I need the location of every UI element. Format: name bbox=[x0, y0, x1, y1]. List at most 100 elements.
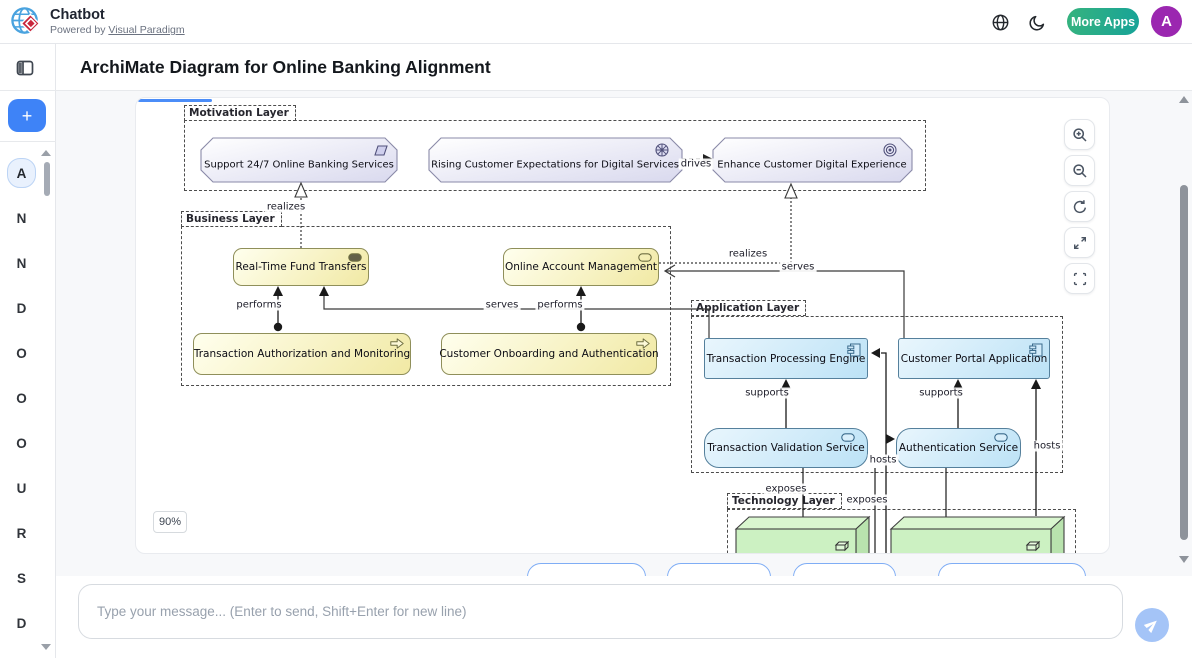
fit-screen-icon bbox=[1073, 272, 1086, 285]
dark-mode-moon-icon bbox=[1029, 15, 1044, 30]
technology-layer-label: Technology Layer bbox=[727, 493, 842, 509]
message-input[interactable] bbox=[78, 584, 1123, 639]
zoom-in-button[interactable] bbox=[1064, 119, 1095, 150]
business-process-customer-onboarding[interactable]: Customer Onboarding and Authentication bbox=[439, 333, 659, 375]
motivation-node-support-247[interactable]: Support 24/7 Online Banking Services bbox=[204, 159, 394, 171]
expand-button[interactable] bbox=[1064, 227, 1095, 258]
edge-label-realizes: realizes bbox=[726, 248, 770, 260]
sidebar-item-chat-6[interactable]: O bbox=[16, 390, 27, 406]
business-layer-frame bbox=[181, 226, 671, 386]
business-process-arrow-icon bbox=[390, 338, 404, 349]
sidebar-item-chat-2[interactable]: N bbox=[16, 210, 27, 226]
hosts-arrowhead bbox=[886, 434, 895, 444]
application-layer-label: Application Layer bbox=[691, 300, 807, 316]
motivation-node-enhance-experience[interactable]: Enhance Customer Digital Experience bbox=[717, 159, 907, 171]
more-apps-button[interactable]: More Apps bbox=[1067, 8, 1139, 35]
fit-screen-button[interactable] bbox=[1064, 263, 1095, 294]
expand-icon bbox=[1073, 236, 1086, 249]
edge-label-realizes: realizes bbox=[264, 201, 308, 213]
sidebar-item-chat-11[interactable]: D bbox=[16, 615, 27, 631]
node-cube-icon bbox=[834, 540, 850, 552]
sidebar-item-chat-7[interactable]: O bbox=[16, 435, 27, 451]
hosts-arrowhead bbox=[871, 348, 880, 358]
sidebar-item-chat-5[interactable]: O bbox=[16, 345, 27, 361]
edge-label-drives: drives bbox=[678, 158, 714, 170]
business-service-real-time-fund-transfers[interactable]: Real-Time Fund Transfers bbox=[233, 248, 369, 286]
application-component-icon bbox=[847, 343, 861, 357]
diagram-connectors bbox=[200, 137, 1066, 553]
application-component-icon bbox=[1029, 343, 1043, 357]
application-layer-frame bbox=[691, 316, 1063, 473]
motivation-shape-rising-expectations bbox=[428, 137, 683, 183]
loading-progress-indicator bbox=[138, 99, 212, 102]
edge-label-supports: supports bbox=[743, 387, 791, 399]
sidebar: + A N N D O O O U R S D bbox=[0, 44, 56, 658]
edge-label-hosts: hosts bbox=[867, 454, 899, 466]
hosts-edge bbox=[881, 352, 887, 553]
top-header: Chatbot Powered by Visual Paradigm More … bbox=[0, 0, 1192, 44]
sidebar-scroll-down-arrow[interactable] bbox=[41, 644, 51, 650]
sidebar-item-chat-9[interactable]: R bbox=[16, 525, 27, 541]
zoom-out-button[interactable] bbox=[1064, 155, 1095, 186]
resource-parallelogram-icon bbox=[374, 145, 388, 156]
serves-arrowhead bbox=[319, 286, 329, 296]
visual-paradigm-link[interactable]: Visual Paradigm bbox=[108, 24, 185, 36]
main-scrollbar-thumb[interactable] bbox=[1180, 185, 1188, 540]
sidebar-item-chat-10[interactable]: S bbox=[16, 570, 26, 586]
sidebar-scrollbar-thumb[interactable] bbox=[44, 162, 50, 196]
sidebar-item-chat-1[interactable]: A bbox=[7, 158, 36, 188]
globe-language-button[interactable] bbox=[987, 9, 1013, 35]
sidebar-item-chat-3[interactable]: N bbox=[16, 255, 27, 271]
sidebar-item-chat-8[interactable]: U bbox=[16, 480, 27, 496]
edge-label-performs: performs bbox=[234, 299, 284, 311]
sidebar-toggle-button[interactable] bbox=[14, 58, 36, 80]
sidebar-item-chat-4[interactable]: D bbox=[16, 300, 27, 316]
app-service-authentication[interactable]: Authentication Service bbox=[896, 428, 1021, 468]
business-service-online-account-management[interactable]: Online Account Management bbox=[503, 248, 659, 286]
technology-node-2 bbox=[889, 515, 1066, 553]
avatar[interactable]: A bbox=[1151, 6, 1182, 37]
page-title: ArchiMate Diagram for Online Banking Ali… bbox=[80, 57, 491, 77]
serves-open-arrowhead bbox=[663, 264, 676, 278]
performs-arrowhead bbox=[576, 286, 586, 296]
app-service-transaction-validation[interactable]: Transaction Validation Service bbox=[704, 428, 868, 468]
business-layer-label: Business Layer bbox=[181, 211, 282, 227]
edge-label-exposes: exposes bbox=[844, 494, 890, 506]
edge-label-serves: serves bbox=[483, 299, 521, 311]
reset-view-button[interactable] bbox=[1064, 191, 1095, 222]
business-process-arrow-icon bbox=[636, 338, 650, 349]
motivation-layer-frame bbox=[184, 120, 926, 191]
business-process-transaction-authorization[interactable]: Transaction Authorization and Monitoring bbox=[193, 333, 411, 375]
sidebar-panel-icon bbox=[16, 60, 34, 76]
main-scroll-up-arrow[interactable] bbox=[1179, 96, 1189, 103]
zoom-out-icon bbox=[1072, 163, 1087, 178]
send-button[interactable] bbox=[1135, 608, 1169, 642]
application-service-icon bbox=[841, 433, 855, 442]
zoom-in-icon bbox=[1072, 127, 1087, 142]
business-service-icon bbox=[638, 253, 652, 262]
paper-plane-icon bbox=[1144, 620, 1157, 633]
technology-node-1 bbox=[734, 515, 871, 553]
powered-by-prefix: Powered by bbox=[50, 24, 106, 36]
app-component-customer-portal-application[interactable]: Customer Portal Application bbox=[898, 338, 1050, 379]
powered-by: Powered by Visual Paradigm bbox=[50, 24, 185, 36]
motivation-node-rising-expectations[interactable]: Rising Customer Expectations for Digital… bbox=[431, 159, 679, 171]
technology-layer-frame bbox=[727, 509, 1076, 553]
hosts-arrowhead bbox=[1031, 379, 1041, 389]
application-service-icon bbox=[994, 433, 1008, 442]
driver-wheel-icon bbox=[655, 143, 669, 157]
app-component-transaction-processing-engine[interactable]: Transaction Processing Engine bbox=[704, 338, 868, 379]
assignment-ball bbox=[273, 322, 283, 332]
theme-toggle-button[interactable] bbox=[1024, 9, 1050, 35]
new-chat-button[interactable]: + bbox=[8, 99, 46, 132]
app-title: Chatbot bbox=[50, 7, 105, 23]
serves-edge bbox=[666, 270, 905, 338]
sidebar-scroll-up-arrow[interactable] bbox=[41, 150, 51, 156]
globe-icon bbox=[992, 14, 1008, 30]
node-cube-icon bbox=[1025, 540, 1041, 552]
supports-arrowhead bbox=[781, 379, 791, 389]
main-scroll-down-arrow[interactable] bbox=[1179, 556, 1189, 563]
edge-label-performs: performs bbox=[535, 299, 585, 311]
chat-input-bar bbox=[56, 576, 1192, 658]
reset-view-icon bbox=[1073, 199, 1086, 213]
